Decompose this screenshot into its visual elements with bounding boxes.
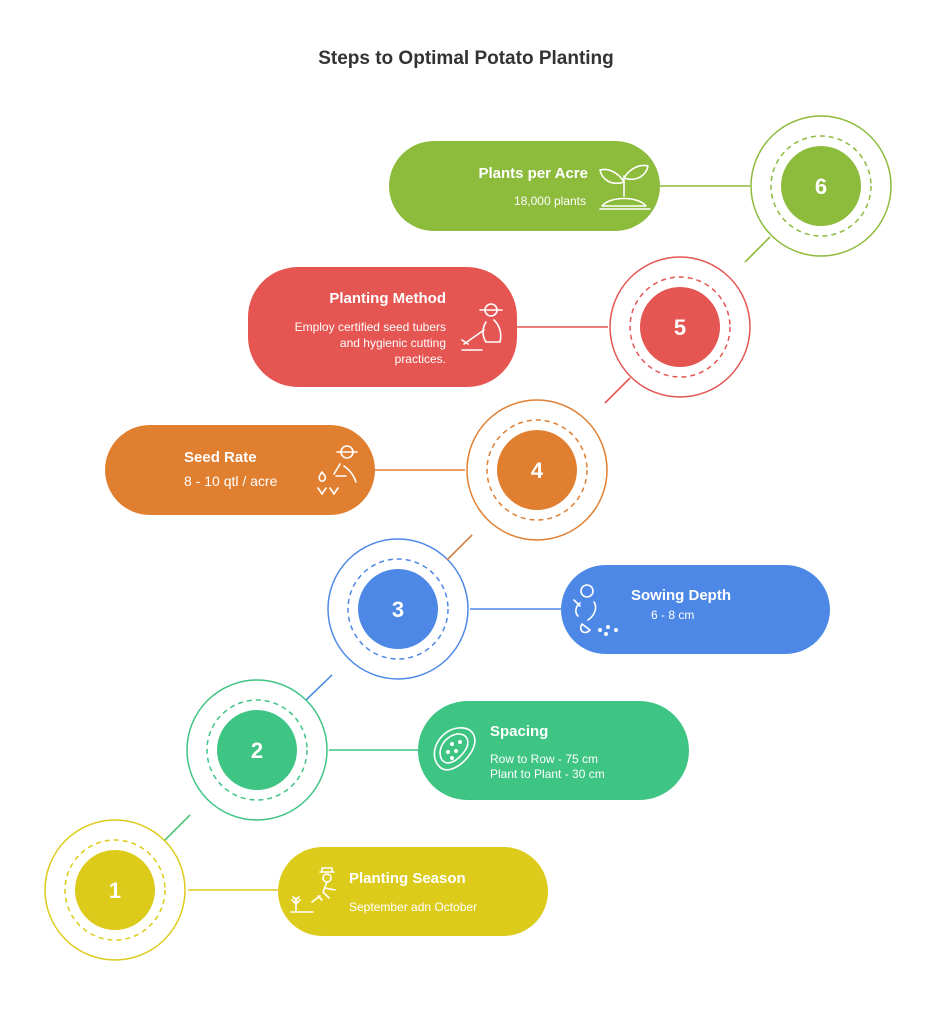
- step-3-outer-ring: [327, 538, 469, 680]
- step-2-dashed-ring: [206, 699, 308, 801]
- step-5-outer-ring: [609, 256, 751, 398]
- step-3-number: 3: [392, 597, 404, 622]
- link-4-5: [604, 377, 631, 404]
- step-4-title: Seed Rate: [184, 449, 257, 466]
- step-1-title: Planting Season: [349, 870, 466, 887]
- step-3: 3 Sowing Depth 6 - 8 cm: [327, 534, 830, 680]
- step-6-title: Plants per Acre: [479, 165, 589, 182]
- step-6: 6 Plants per Acre 18,000 plants: [389, 115, 892, 257]
- step-4-dashed-ring: [486, 419, 588, 521]
- step-5-number: 5: [674, 315, 686, 340]
- step-6-card: [389, 141, 660, 231]
- step-3-line-1: 6 - 8 cm: [651, 608, 694, 622]
- step-4-number: 4: [531, 458, 544, 483]
- step-6-number: 6: [815, 174, 827, 199]
- potato-icon: [433, 727, 476, 771]
- step-2-outer-ring: [186, 679, 328, 821]
- step-3-title: Sowing Depth: [631, 587, 731, 604]
- step-5-card: [248, 267, 517, 387]
- step-4-line-1: 8 - 10 qtl / acre: [184, 473, 278, 489]
- link-5-6: [744, 236, 771, 263]
- step-1-number: 1: [109, 878, 121, 903]
- step-6-line-1: 18,000 plants: [514, 194, 586, 208]
- step-4: 4 Seed Rate 8 - 10 qtl / acre: [105, 377, 631, 541]
- step-3-card: [561, 565, 830, 654]
- step-2-badge: [217, 710, 297, 790]
- step-3-dashed-ring: [347, 558, 449, 660]
- sprout-icon: [599, 164, 651, 210]
- step-4-outer-ring: [466, 399, 608, 541]
- step-1-card: [278, 847, 548, 936]
- step-5-line-3: practices.: [395, 352, 446, 366]
- step-2: 2 Spacing Row to Row - 75 cm Plant to Pl…: [186, 674, 689, 821]
- link-2-3: [305, 674, 333, 701]
- step-5-badge: [640, 287, 720, 367]
- page-title: Steps to Optimal Potato Planting: [318, 48, 614, 69]
- farmer-planting-icon: [290, 867, 336, 913]
- step-1: 1 Planting Season September adn October: [44, 814, 548, 961]
- step-6-dashed-ring: [770, 135, 872, 237]
- link-3-4: [446, 534, 473, 561]
- step-1-line-1: September adn October: [349, 900, 477, 914]
- farmer-digging-icon: [461, 303, 503, 351]
- link-1-2: [164, 814, 191, 841]
- step-5-line-2: and hygienic cutting: [340, 336, 446, 350]
- step-2-line-1: Row to Row - 75 cm: [490, 752, 598, 766]
- step-4-card: [105, 425, 375, 515]
- farmer-seeding-icon: [317, 445, 358, 495]
- sowing-person-icon: [573, 584, 618, 636]
- step-4-badge: [497, 430, 577, 510]
- step-6-outer-ring: [750, 115, 892, 257]
- step-1-dashed-ring: [64, 839, 166, 941]
- step-3-badge: [358, 569, 438, 649]
- step-5: 5 Planting Method Employ certified seed …: [248, 236, 771, 398]
- step-2-line-2: Plant to Plant - 30 cm: [490, 767, 605, 781]
- step-2-number: 2: [251, 738, 263, 763]
- step-1-outer-ring: [44, 819, 186, 961]
- step-2-card: [418, 701, 689, 800]
- step-1-badge: [75, 850, 155, 930]
- step-5-line-1: Employ certified seed tubers: [295, 320, 446, 334]
- step-6-badge: [781, 146, 861, 226]
- step-5-title: Planting Method: [329, 290, 446, 307]
- step-5-dashed-ring: [629, 276, 731, 378]
- step-2-title: Spacing: [490, 723, 548, 740]
